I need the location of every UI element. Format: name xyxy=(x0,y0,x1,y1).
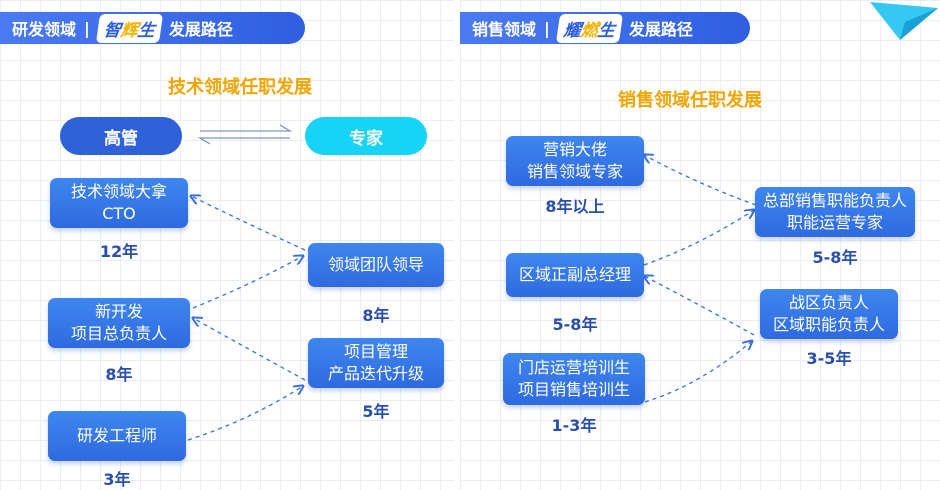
node-project-mgmt-line2: 产品迭代升级 xyxy=(327,364,424,383)
right-banner-separator: | xyxy=(544,18,550,38)
node-hq-function-line2: 职能运营专家 xyxy=(786,213,883,232)
arrow-teamlead-to-cto xyxy=(191,196,306,251)
node-marketing-boss-line2: 销售领域专家 xyxy=(526,162,623,181)
track-swap-icon xyxy=(197,124,293,145)
node-cto-line2: CTO xyxy=(102,204,136,223)
node-cto-line1: 技术领域大拿 xyxy=(70,182,167,201)
right-banner: 销售领域 | 耀燃生 发展路径 xyxy=(460,12,750,44)
left-banner-separator: | xyxy=(84,18,90,38)
node-trainee: 门店运营培训生 项目销售培训生 xyxy=(503,353,645,405)
arrow-trainee-to-warzone xyxy=(644,341,752,403)
arrow-hq-to-marketing xyxy=(644,155,757,206)
node-new-dev-line2: 项目总负责人 xyxy=(70,324,167,343)
left-banner: 研发领域 | 智辉生 发展路径 xyxy=(0,12,305,44)
right-brand-logo: 耀燃生 xyxy=(555,13,623,43)
node-war-zone-line1: 战区负责人 xyxy=(788,293,869,312)
left-section-title: 技术领域任职发展 xyxy=(168,77,312,98)
node-engineer: 研发工程师 xyxy=(48,411,186,461)
arrow-regional-to-hq xyxy=(643,210,754,266)
left-banner-path: 发展路径 xyxy=(168,20,233,39)
node-team-lead: 领域团队领导 xyxy=(308,243,444,287)
node-project-mgmt-line1: 项目管理 xyxy=(343,342,408,361)
node-trainee-line1: 门店运营培训生 xyxy=(517,358,630,377)
right-banner-domain: 销售领域 xyxy=(472,20,537,39)
node-hq-function-line1: 总部销售职能负责人 xyxy=(762,191,907,210)
node-trainee-line2: 项目销售培训生 xyxy=(517,380,630,399)
node-marketing-boss: 营销大佬 销售领域专家 xyxy=(506,136,644,186)
node-war-zone-line2: 区域职能负责人 xyxy=(772,315,885,334)
panel-divider xyxy=(454,0,460,490)
arrow-warzone-to-regional xyxy=(644,276,755,336)
node-cto: 技术领域大拿 CTO xyxy=(50,178,188,228)
node-hq-function: 总部销售职能负责人 职能运营专家 xyxy=(755,187,915,237)
years-cto: 12年 xyxy=(99,242,139,261)
right-banner-path: 发展路径 xyxy=(628,20,693,39)
years-war-zone: 3-5年 xyxy=(806,349,852,368)
node-war-zone: 战区负责人 区域职能负责人 xyxy=(760,289,898,339)
years-project-mgmt: 5年 xyxy=(362,402,390,421)
track-expert-pill: 专家 xyxy=(305,117,427,155)
arrow-project-to-newdev xyxy=(193,318,306,381)
years-team-lead: 8年 xyxy=(362,306,390,325)
arrow-engineer-to-project xyxy=(187,386,303,441)
node-new-dev-line1: 新开发 xyxy=(94,302,143,321)
years-hq-function: 5-8年 xyxy=(812,248,858,267)
node-new-dev: 新开发 项目总负责人 xyxy=(48,298,190,348)
track-manager-pill: 高管 xyxy=(60,117,182,155)
arrow-newdev-to-teamlead xyxy=(192,256,303,309)
left-banner-domain: 研发领域 xyxy=(12,20,77,39)
node-project-mgmt: 项目管理 产品迭代升级 xyxy=(308,338,444,388)
years-trainee: 1-3年 xyxy=(551,416,597,435)
paper-plane-icon xyxy=(870,2,938,40)
node-engineer-line1: 研发工程师 xyxy=(76,426,157,445)
years-regional-gm: 5-8年 xyxy=(552,315,598,334)
node-marketing-boss-line1: 营销大佬 xyxy=(542,140,607,159)
years-new-dev: 8年 xyxy=(105,365,133,384)
node-regional-gm: 区域正副总经理 xyxy=(506,253,644,297)
years-marketing-boss: 8年以上 xyxy=(545,197,605,216)
right-section-title: 销售领域任职发展 xyxy=(618,90,762,111)
node-regional-gm-line1: 区域正副总经理 xyxy=(518,265,631,284)
years-engineer: 3年 xyxy=(103,470,131,489)
left-brand-logo: 智辉生 xyxy=(95,13,163,43)
node-team-lead-line1: 领域团队领导 xyxy=(327,255,424,274)
